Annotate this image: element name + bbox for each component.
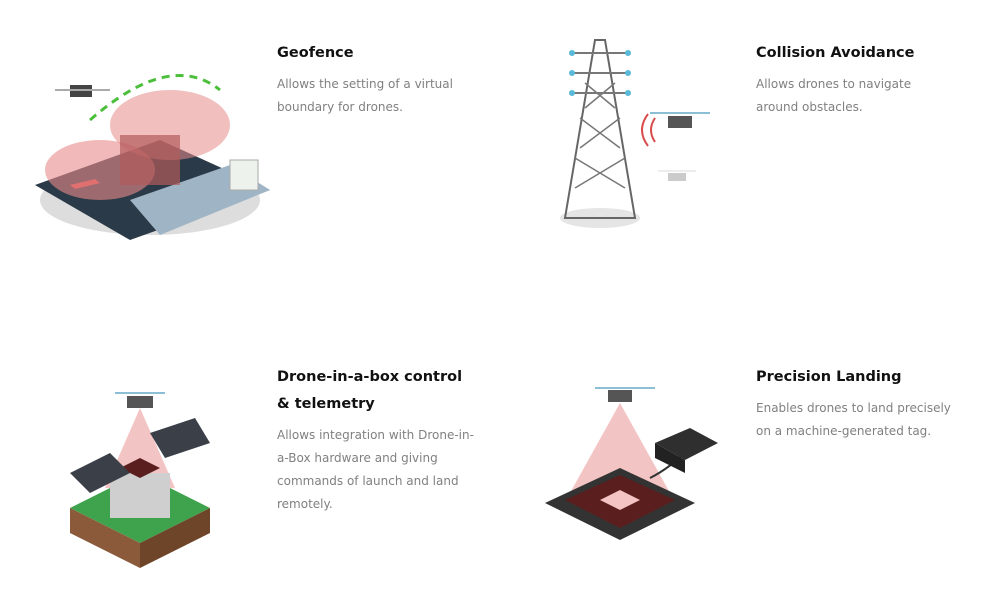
feature-title: Collision Avoidance [756,45,915,61]
feature-title: Geofence [277,45,354,61]
feature-title: Precision Landing [756,369,902,385]
feature-title: Drone-in-a-box control & telemetry [277,369,463,412]
precision-landing-illustration [545,387,718,540]
feature-description: Allows the setting of a virtual boundary… [277,77,453,114]
feature-description: Allows drones to navigate around obstacl… [756,77,912,114]
collision-avoidance-illustration [560,39,710,228]
feature-description: Enables drones to land precisely on a ma… [756,401,951,438]
geofence-illustration [35,74,270,240]
feature-description: Allows integration with Drone-in-a-Box h… [277,428,474,511]
drone-in-a-box-illustration [70,392,210,568]
